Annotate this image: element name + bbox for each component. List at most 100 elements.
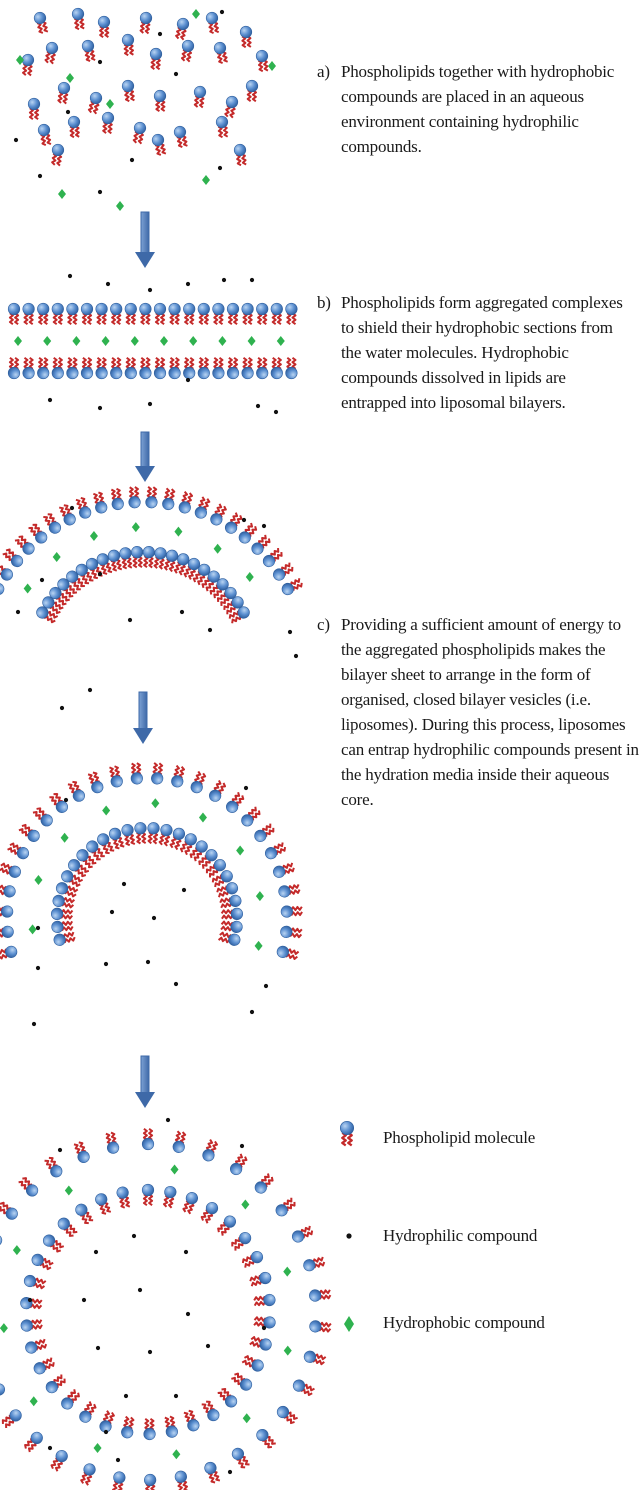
hydrophilic-compound — [240, 1144, 244, 1148]
phospholipid-molecule — [213, 41, 229, 64]
hydrophilic-compound — [88, 688, 92, 692]
hydrophilic-compound — [228, 1470, 232, 1474]
phospholipid-molecule — [67, 358, 79, 379]
phospholipid-molecule — [131, 546, 144, 568]
phospholipid-molecule — [0, 883, 16, 898]
hydrophobic-compound — [189, 336, 197, 346]
phospholipid-molecule — [240, 26, 253, 48]
phospholipid-molecule — [68, 116, 81, 138]
phospholipid-molecule — [92, 491, 109, 514]
phospholipid-molecule — [201, 1139, 219, 1163]
phospholipid-molecule — [193, 496, 211, 520]
hydrophobic-compound — [246, 572, 254, 582]
hydrophilic-compound — [32, 1022, 36, 1026]
hydrophilic-compound — [174, 982, 178, 986]
phospholipid-molecule — [122, 34, 135, 56]
phospholipid-molecule — [51, 920, 73, 934]
phospholipid-molecule — [256, 303, 268, 324]
phospholipid-molecule — [224, 791, 246, 815]
phospholipid-molecule — [28, 98, 40, 119]
phospholipid-molecule — [215, 1213, 238, 1236]
phospholipid-molecule — [183, 358, 195, 379]
phospholipid-molecule — [41, 1233, 65, 1255]
hydrophilic-compound — [244, 786, 248, 790]
phospholipid-molecule — [128, 487, 141, 509]
phospholipid-molecule — [207, 780, 227, 804]
phospholipid-molecule — [110, 488, 125, 511]
phospholipid-molecule — [303, 1350, 326, 1367]
hydrophobic-compound — [16, 55, 24, 65]
step-b-label: b) — [317, 290, 331, 315]
step-a-text: Phospholipids together with hydrophobic … — [317, 59, 617, 159]
phospholipid-molecule — [290, 1224, 314, 1244]
step-c-description: c) Providing a sufficient amount of ener… — [317, 612, 639, 812]
hydrophilic-compound — [98, 190, 102, 194]
phospholipid-molecule — [163, 1416, 178, 1439]
phospholipid-molecule — [7, 841, 31, 861]
stage-e-liposome — [0, 1118, 331, 1490]
hydrophobic-compound — [160, 336, 168, 346]
phospholipid-molecule — [241, 1354, 265, 1374]
legend-icons — [340, 1121, 354, 1332]
legend-phospholipid-label: Phospholipid molecule — [383, 1127, 535, 1149]
hydrophilic-compound — [124, 1394, 128, 1398]
hydrophilic-compound — [184, 1250, 188, 1254]
phospholipid-molecule — [110, 358, 122, 379]
hydrophilic-compound — [116, 1458, 120, 1462]
phospholipid-molecule — [174, 17, 190, 40]
phospholipid-molecule — [169, 303, 181, 324]
hydrophilic-compound — [288, 630, 292, 634]
phospholipid-molecule — [74, 496, 92, 520]
phospholipid-molecule — [249, 534, 272, 557]
phospholipid-molecule — [278, 883, 301, 898]
hydrophilic-compound — [106, 282, 110, 286]
phospholipid-molecule — [42, 512, 63, 536]
hydrophobic-compound — [53, 552, 61, 562]
hydrophilic-compound — [152, 916, 156, 920]
stage-c-curving-bilayer — [0, 487, 304, 710]
phospholipid-molecule — [256, 50, 270, 72]
phospholipid-molecule — [32, 806, 55, 829]
hydrophilic-compound — [110, 910, 114, 914]
phospholipid-molecule — [162, 1185, 177, 1208]
phospholipid-molecule — [227, 303, 239, 324]
hydrophilic-compound — [128, 618, 132, 622]
hydrophobic-compound — [255, 941, 263, 951]
hydrophobic-compound — [58, 189, 66, 199]
phospholipid-molecule — [309, 1288, 331, 1302]
phospholipid-molecule — [172, 1131, 187, 1154]
phospholipid-molecule — [81, 358, 93, 379]
phospholipid-molecule — [181, 1191, 199, 1215]
phospholipid-molecule — [14, 534, 37, 557]
phospholipid-molecule — [51, 908, 73, 921]
phospholipid-molecule — [152, 547, 167, 570]
hydrophilic-compound — [250, 1010, 254, 1014]
phospholipid-molecule — [150, 48, 162, 69]
phospholipid-molecule — [271, 303, 283, 324]
hydrophilic-compound — [94, 1250, 98, 1254]
stage-a-dispersed-phospholipids — [14, 7, 276, 211]
phospholipid-molecule — [241, 1249, 265, 1269]
hydrophilic-compound — [250, 278, 254, 282]
hydrophilic-compound — [58, 1148, 62, 1152]
phospholipid-molecule — [125, 303, 137, 324]
hydrophilic-compound — [48, 398, 52, 402]
hydrophobic-compound — [241, 1200, 249, 1210]
phospholipid-molecule — [280, 577, 304, 597]
phospholipid-molecule — [43, 41, 58, 64]
phospholipid-molecule — [170, 765, 186, 788]
hydrophilic-compound — [98, 572, 102, 576]
hydrophilic-compound — [16, 610, 20, 614]
phospholipid-molecule — [53, 930, 76, 946]
hydrophilic-compound — [256, 404, 260, 408]
phospholipid-molecule — [43, 1155, 64, 1179]
phospholipid-molecule — [72, 1141, 91, 1165]
hydrophilic-compound — [146, 960, 150, 964]
phospholipid-molecule — [242, 358, 254, 379]
phospholipid-molecule — [216, 1386, 239, 1409]
phospholipid-molecule — [174, 1470, 189, 1490]
phospholipid-molecule — [49, 1448, 70, 1472]
hydrophobic-compound — [72, 336, 80, 346]
phospholipid-molecule — [302, 1255, 325, 1272]
phospholipid-molecule — [144, 1474, 156, 1490]
